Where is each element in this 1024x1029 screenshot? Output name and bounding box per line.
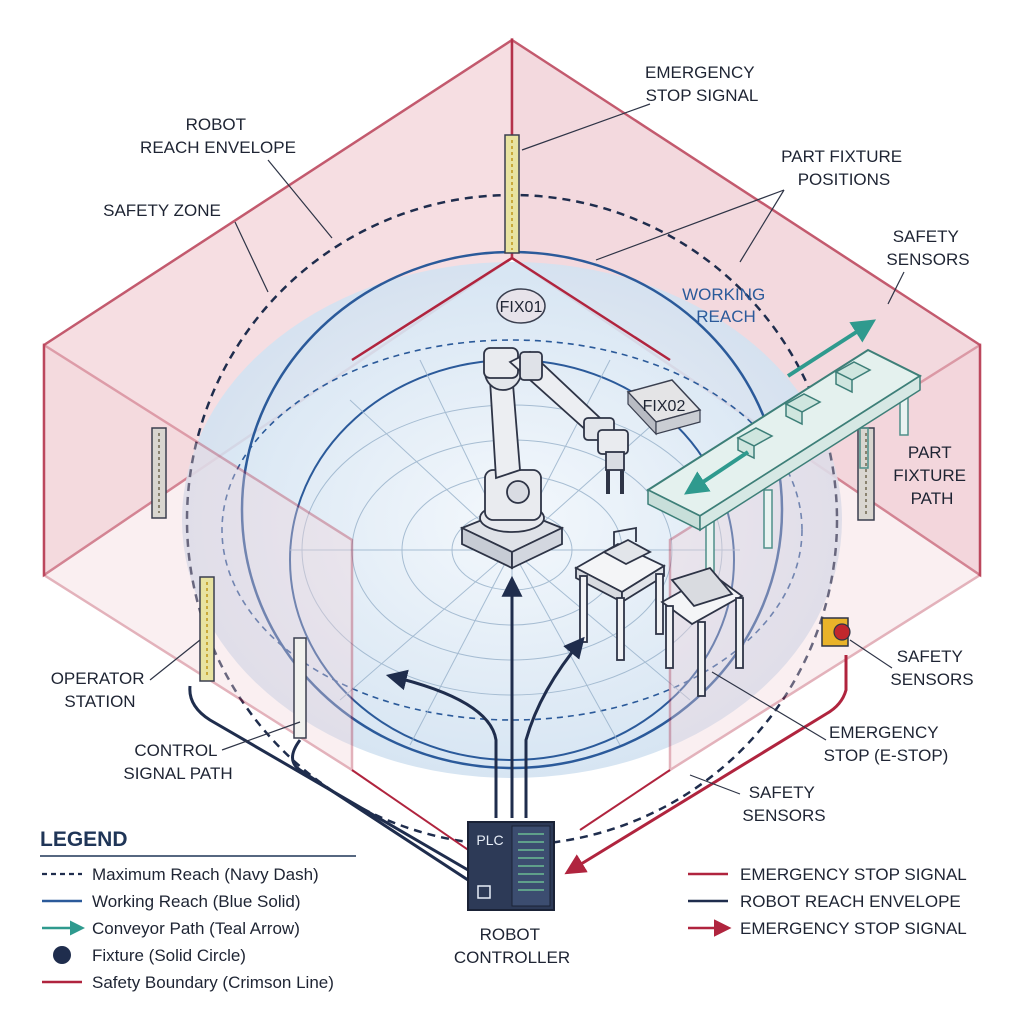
legend-item: Maximum Reach (Navy Dash) — [42, 865, 319, 884]
plc-controller: PLC — [467, 821, 555, 911]
key-item-label: ROBOT REACH ENVELOPE — [740, 892, 961, 911]
legend: LEGEND Maximum Reach (Navy Dash) Working … — [40, 828, 356, 992]
light-curtain-left-back — [151, 427, 167, 519]
label-emergency-stop-estop: EMERGENCY STOP (E-STOP) — [824, 723, 949, 765]
key-item-label: EMERGENCY STOP SIGNAL — [740, 919, 967, 938]
legend-items: Maximum Reach (Navy Dash) Working Reach (… — [42, 865, 334, 992]
label-safety-sensors-right: SAFETY SENSORS — [890, 647, 973, 689]
legend-item-label: Maximum Reach (Navy Dash) — [92, 865, 319, 884]
fixture-fix02: FIX02 — [626, 379, 702, 436]
signal-path-left — [385, 669, 498, 818]
light-curtain-top — [504, 134, 520, 254]
safety-sensors — [151, 134, 875, 739]
legend-circle-icon — [53, 946, 71, 964]
key-item: EMERGENCY STOP SIGNAL — [688, 865, 967, 884]
light-curtain-front — [293, 637, 307, 739]
label-safety-zone: SAFETY ZONE — [103, 201, 221, 220]
conveyor-parts — [736, 361, 872, 460]
legend-item: Working Reach (Blue Solid) — [42, 892, 301, 911]
signal-path-operator — [188, 685, 469, 872]
light-curtain-operator — [199, 576, 215, 682]
robot-arm — [459, 347, 629, 570]
legend-item-label: Conveyor Path (Teal Arrow) — [92, 919, 300, 938]
legend-title: LEGEND — [40, 828, 128, 851]
label-part-fixture-path: PART FIXTURE PATH — [893, 443, 970, 508]
callout-labels: EMERGENCY STOP SIGNAL ROBOT REACH ENVELO… — [51, 63, 974, 967]
label-operator-station: OPERATOR STATION — [51, 669, 150, 711]
key-item-label: EMERGENCY STOP SIGNAL — [740, 865, 967, 884]
label-working-reach: WORKING REACH — [682, 285, 770, 326]
legend-item-label: Safety Boundary (Crimson Line) — [92, 973, 334, 992]
legend-item-label: Working Reach (Blue Solid) — [92, 892, 301, 911]
key-item: EMERGENCY STOP SIGNAL — [688, 919, 967, 938]
fixture-2-label: FIX02 — [643, 398, 686, 415]
conveyor-arrow-out — [684, 450, 750, 495]
label-safety-sensors-top: SAFETY SENSORS — [886, 227, 969, 269]
conveyor-arrow-in — [786, 319, 877, 378]
signal-path-right — [524, 636, 585, 818]
signal-path-sensor — [291, 739, 469, 882]
legend-item-label: Fixture (Solid Circle) — [92, 946, 246, 965]
robot-gripper — [606, 470, 624, 494]
inner-reach-dashed — [221, 339, 803, 721]
label-robot-controller: ROBOT CONTROLLER — [454, 925, 570, 967]
fixture-fix01: FIX01 — [496, 288, 546, 324]
plc-label: PLC — [476, 832, 503, 848]
legend-item: Fixture (Solid Circle) — [53, 946, 246, 965]
label-safety-sensors-bottom: SAFETY SENSORS — [742, 783, 825, 825]
conveyor — [645, 319, 923, 579]
fixture-1-label: FIX01 — [500, 299, 543, 316]
work-table-fixture — [574, 526, 666, 661]
signal-key: EMERGENCY STOP SIGNAL ROBOT REACH ENVELOP… — [688, 865, 967, 938]
label-emergency-stop-signal-top: EMERGENCY STOP SIGNAL — [645, 63, 759, 105]
label-robot-reach-envelope: ROBOT REACH ENVELOPE — [140, 115, 296, 157]
estop-button-icon — [821, 617, 851, 647]
control-signal-paths — [188, 575, 585, 882]
label-part-fixture-positions: PART FIXTURE POSITIONS — [781, 147, 907, 189]
operator-panel-table — [660, 566, 744, 697]
estop-signal-path — [564, 655, 848, 875]
legend-item: Safety Boundary (Crimson Line) — [42, 973, 334, 992]
key-item: ROBOT REACH ENVELOPE — [688, 892, 961, 911]
callout-leaders — [149, 103, 905, 795]
label-control-signal-path: CONTROL SIGNAL PATH — [123, 741, 232, 783]
legend-item: Conveyor Path (Teal Arrow) — [42, 919, 300, 938]
